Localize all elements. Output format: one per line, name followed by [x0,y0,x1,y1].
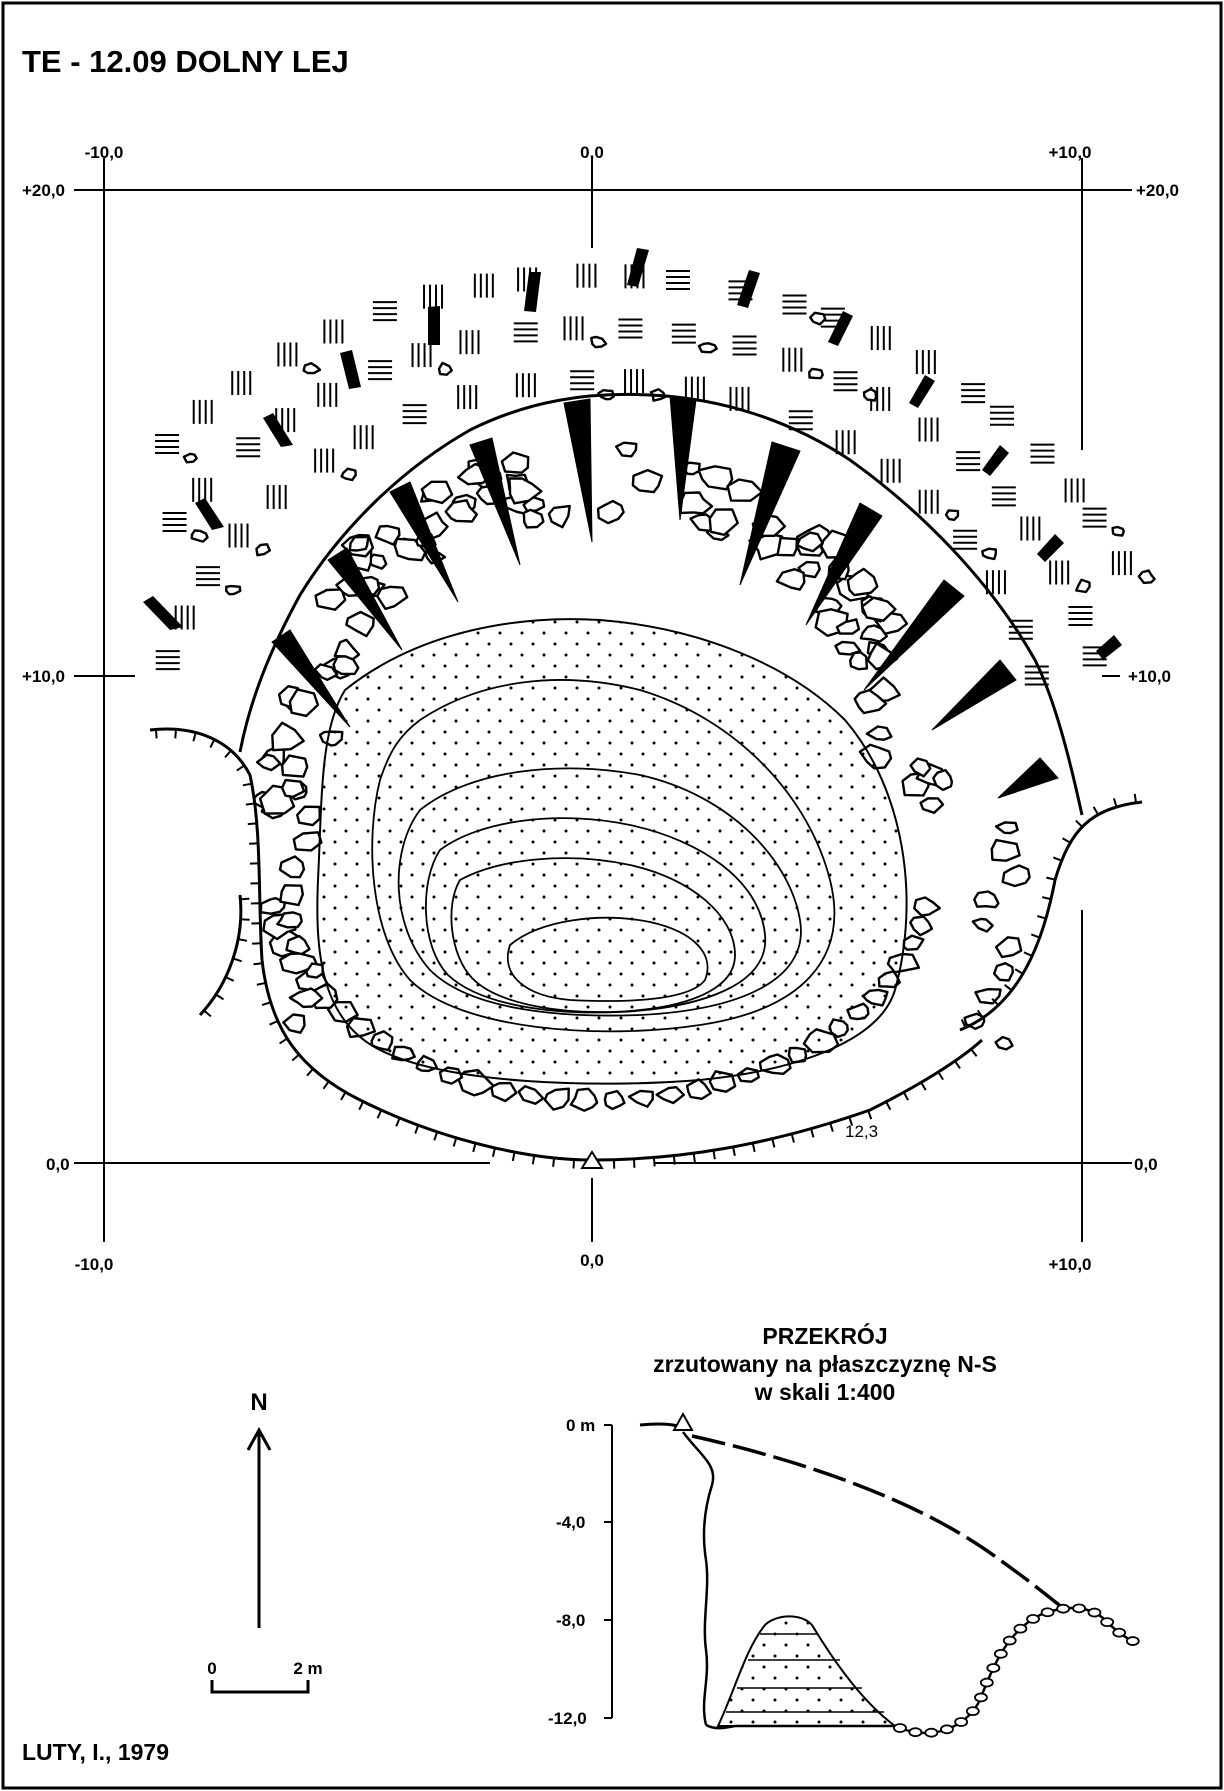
projected-surface [691,1434,1070,1614]
cross-section: PRZEKRÓJ zrzutowany na płaszczyznę N-S w… [548,1322,1140,1738]
y-label-plus20-left: +20,0 [22,181,65,200]
left-ledge [198,894,243,1017]
x-label-zero-top: 0,0 [580,143,604,162]
contour-lines [371,679,836,1033]
scale-end-label: 2 m [293,1659,322,1678]
x-label-plus10-bottom: +10,0 [1048,1255,1091,1274]
scale-bar: 0 2 m [207,1659,323,1694]
depth-label-8: -8,0 [556,1611,585,1630]
y-label-plus10-right: +10,0 [1128,667,1171,686]
coordinate-grid [74,158,1132,1242]
y-label-plus20-right: +20,0 [1136,181,1179,200]
section-title: PRZEKRÓJ [762,1322,887,1349]
x-label-minus10-top: -10,0 [85,143,124,162]
elevation-label: 12,3 [845,1122,878,1141]
section-station-marker [672,1411,694,1431]
scale-start-label: 0 [207,1659,216,1678]
north-arrow: N [246,1389,272,1628]
depth-label-4: -4,0 [556,1513,585,1532]
sediment-floor [316,618,908,1085]
section-scale: w skali 1:400 [754,1379,896,1405]
outer-wedges [143,248,1122,660]
shaft-north-wall [681,1431,715,1726]
y-label-plus10-left: +10,0 [22,667,65,686]
north-label: N [250,1389,267,1416]
y-label-zero-right: 0,0 [1134,1155,1158,1174]
section-rubble [893,1603,1140,1738]
x-label-zero-bottom: 0,0 [580,1251,604,1270]
cave-plan: 12,3 [143,248,1156,1170]
depth-label-0: 0 m [566,1416,595,1435]
funnel-rim [238,392,1084,816]
debris-cone [716,1615,899,1727]
wall-tick-marks [154,729,1138,1170]
wall-wedges [271,395,1059,799]
x-label-plus10-top: +10,0 [1048,143,1091,162]
x-label-minus10-bottom: -10,0 [75,1255,114,1274]
funnel-wall [149,727,984,1162]
depth-label-12: -12,0 [548,1709,587,1728]
debris-cone-strata [726,1633,884,1713]
section-subtitle: zrzutowany na płaszczyznę N-S [653,1351,997,1377]
depth-axis [604,1424,613,1719]
author-credit: LUTY, I., 1979 [22,1739,169,1765]
survey-station-marker [580,1150,604,1169]
y-label-zero-left: 0,0 [46,1155,70,1174]
map-title: TE - 12.09 DOLNY LEJ [22,44,349,79]
grid-labels: -10,0 0,0 +10,0 +20,0 +20,0 +10,0 +10,0 … [22,143,1179,1274]
